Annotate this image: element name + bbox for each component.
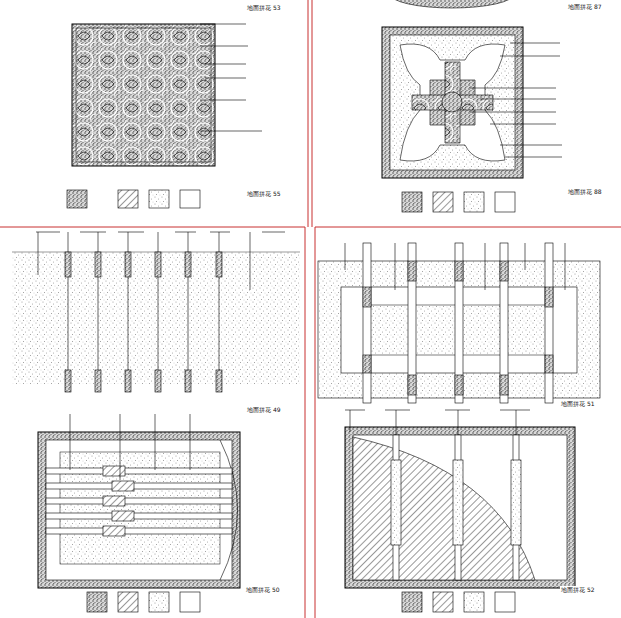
drawing-title: 地面拼花 53: [246, 4, 282, 11]
drawing-title: 地面拼花 49: [246, 406, 282, 413]
drawing-title: 地面拼花 88: [567, 188, 603, 195]
drawing-title: 地面拼花 87: [567, 3, 603, 10]
drawing-title: 地面拼花 51: [560, 400, 596, 407]
drawing-title: 地面拼花 52: [560, 586, 596, 593]
drawing-title: 地面拼花 50: [245, 586, 281, 593]
drawing-title: 地面拼花 55: [246, 190, 282, 197]
